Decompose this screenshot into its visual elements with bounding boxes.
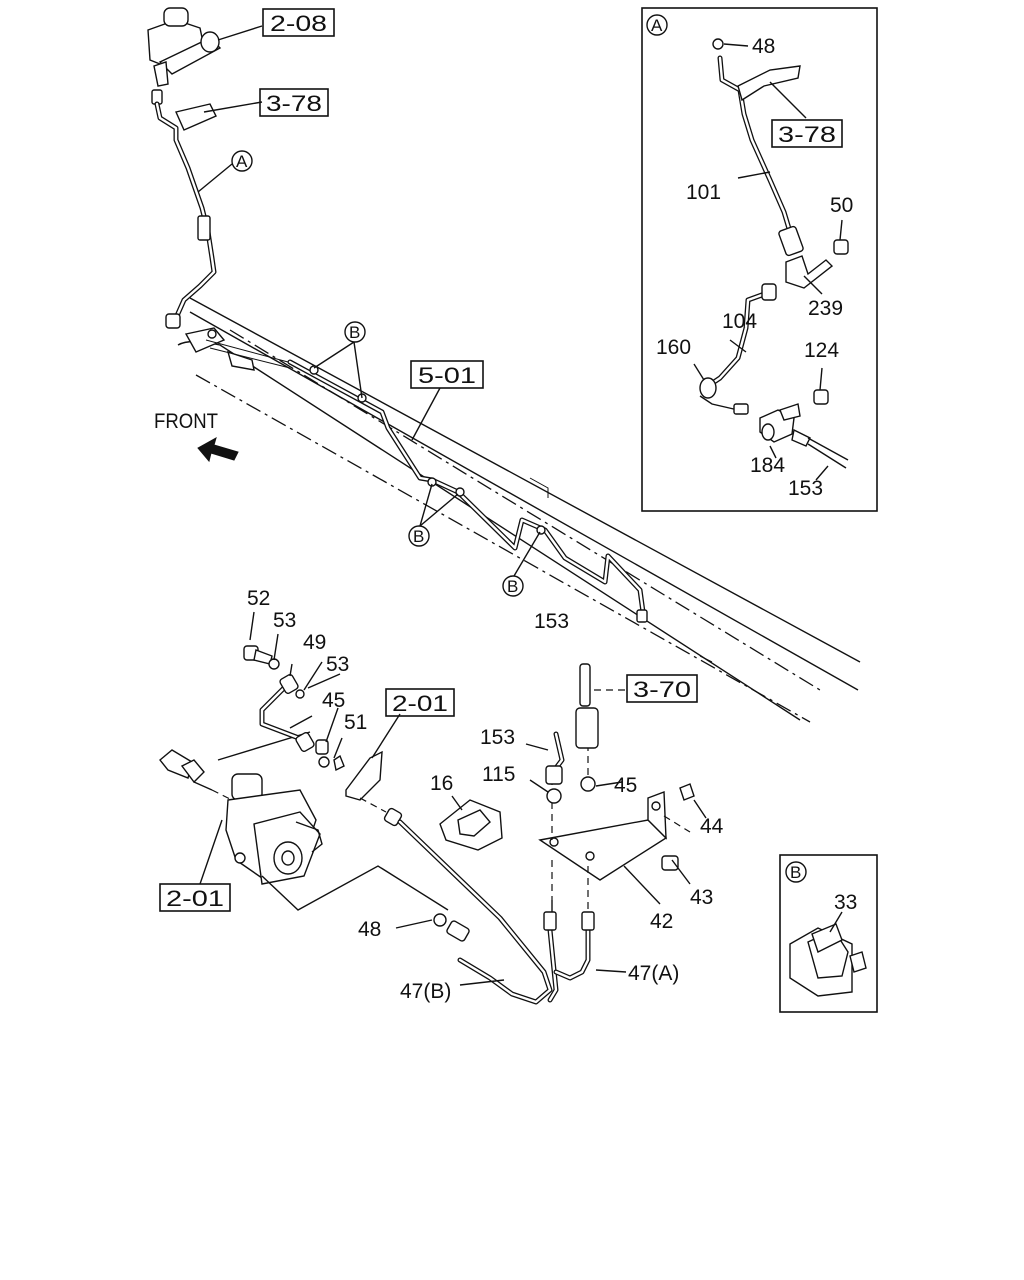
ref-3-78-inset: 3-78 <box>778 122 836 147</box>
part-45-a: 45 <box>322 689 345 712</box>
part-48-lower: 48 <box>358 918 381 941</box>
inset-a-callout-label: A <box>651 16 663 35</box>
ref-2-08: 2-08 <box>270 11 327 36</box>
callout-b-1-label: B <box>349 323 360 342</box>
part-52: 52 <box>247 587 270 610</box>
part-33: 33 <box>834 891 857 914</box>
part-160: 160 <box>656 336 691 359</box>
valve-pipe-group <box>243 611 345 772</box>
inset-a: A <box>641 7 878 512</box>
inset-b-callout-label: B <box>790 863 801 882</box>
ref-2-01-lower: 2-01 <box>166 886 224 911</box>
b-callouts: B B B A <box>231 150 541 597</box>
front-arrow-icon <box>197 436 239 463</box>
reference-boxes: 2-08 3-78 5-01 2-01 3-70 2-01 3-78 <box>159 8 843 912</box>
part-45-b: 45 <box>614 774 637 797</box>
part-44: 44 <box>700 815 724 838</box>
callout-a-label: A <box>236 152 248 171</box>
front-indicator: FRONT <box>154 410 239 463</box>
callout-b-1-icon <box>344 321 366 343</box>
bracket-42-assembly <box>525 663 707 981</box>
part-153-inset: 153 <box>788 477 823 500</box>
hose-47b-assembly <box>345 713 559 1005</box>
clamp-16 <box>439 795 503 851</box>
master-cylinder-reservoir <box>147 7 263 87</box>
part-16: 16 <box>430 772 453 795</box>
part-104: 104 <box>722 310 757 333</box>
part-239: 239 <box>808 297 843 320</box>
part-184: 184 <box>750 454 785 477</box>
part-101: 101 <box>686 181 721 204</box>
callout-b-2-icon <box>408 525 430 547</box>
part-115: 115 <box>482 763 515 786</box>
front-label: FRONT <box>154 410 218 433</box>
ref-3-70: 3-70 <box>633 677 691 702</box>
callout-b-3-icon <box>502 575 524 597</box>
part-124: 124 <box>804 339 839 362</box>
part-43: 43 <box>690 886 713 909</box>
part-42: 42 <box>650 910 673 933</box>
part-47-a: 47(A) <box>628 962 679 985</box>
part-153-lower: 153 <box>480 726 515 749</box>
part-48-inset: 48 <box>752 35 775 58</box>
upper-hose-assembly <box>151 89 291 371</box>
frame-rail <box>177 297 861 723</box>
callout-b-3-label: B <box>507 577 518 596</box>
callout-a-icon <box>231 150 253 172</box>
ref-2-01-upper: 2-01 <box>392 691 448 716</box>
part-47-b: 47(B) <box>400 980 451 1003</box>
valve-assembly <box>159 731 449 911</box>
part-numbers: 48 101 50 239 104 160 124 184 153 153 52… <box>247 35 857 1003</box>
part-53-b: 53 <box>326 653 349 676</box>
ref-3-78-main: 3-78 <box>266 91 322 116</box>
inset-b: B <box>779 854 878 1013</box>
part-153-main: 153 <box>534 610 569 633</box>
part-49: 49 <box>303 631 326 654</box>
part-50: 50 <box>830 194 853 217</box>
part-51: 51 <box>344 711 367 734</box>
brake-pipe-153-main <box>287 359 648 623</box>
part-53-a: 53 <box>273 609 296 632</box>
ref-5-01: 5-01 <box>418 363 476 388</box>
callout-b-2-label: B <box>413 527 424 546</box>
